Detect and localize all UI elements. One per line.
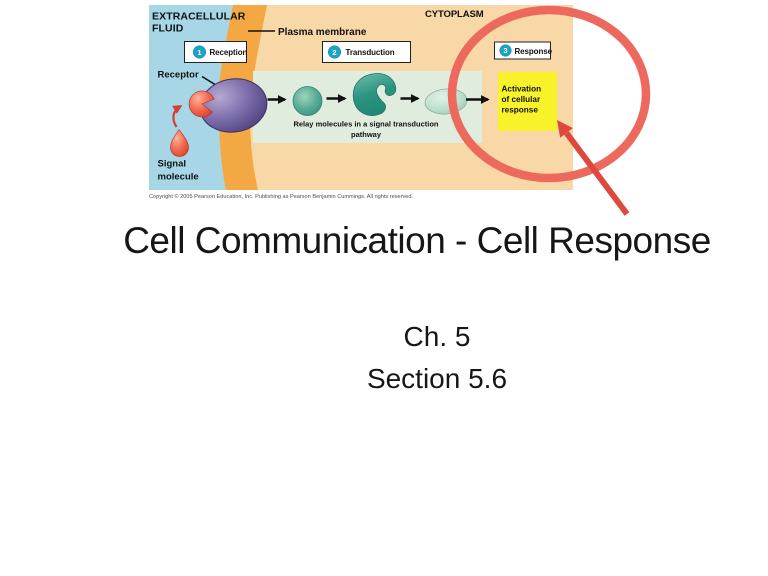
annotation-arrow-head	[557, 120, 573, 138]
step-reception: 1 Reception	[184, 41, 248, 63]
cytoplasm-label: CYTOPLASM	[425, 9, 484, 20]
step-transduction: 2 Transduction	[322, 41, 411, 63]
section-line: Section 5.6	[366, 363, 508, 394]
bound-ligand-shape	[188, 90, 215, 118]
activation-text-line1: Activation	[502, 85, 542, 94]
slide-subtitle-block: Ch. 5 Section 5.6	[106, 316, 768, 400]
step-2-label: Transduction	[346, 48, 395, 57]
slide-title: Cell Communication - Cell Response	[123, 220, 711, 261]
annotation-arrow-shaft	[564, 131, 630, 216]
activation-response-box	[498, 72, 557, 131]
extracellular-fluid-label-line2: FLUID	[152, 23, 184, 35]
extracellular-fluid-label-line1: EXTRACELLULAR	[152, 11, 246, 23]
plasma-membrane-label: Plasma membrane	[278, 27, 367, 38]
step-2-number: 2	[332, 48, 336, 57]
annotation-circle	[447, 5, 651, 183]
step-response: 3 Response	[494, 41, 553, 60]
relay-molecule-2	[352, 73, 397, 116]
signal-binding-arrow	[172, 105, 183, 128]
step-1-badge	[192, 45, 207, 59]
receptor-label: Receptor	[158, 70, 199, 81]
signal-molecule-shape	[170, 128, 189, 157]
signal-molecule-label-line1: Signal	[158, 159, 187, 170]
relay-caption-line2: pathway	[351, 130, 382, 139]
step-1-label: Reception	[210, 48, 248, 57]
step-3-badge	[499, 44, 512, 57]
step-3-label: Response	[515, 47, 553, 56]
activation-text-line3: response	[502, 106, 539, 115]
step-3-number: 3	[503, 46, 507, 55]
step-1-number: 1	[197, 48, 201, 57]
step-transduction-box	[322, 41, 411, 63]
chapter-line: Ch. 5	[403, 321, 471, 352]
activation-text-line2: of cellular	[502, 95, 541, 104]
signal-molecule-label-line2: molecule	[158, 172, 199, 183]
copyright-line: Copyright © 2005 Pearson Education, Inc.…	[149, 193, 414, 200]
relay-caption-line1: Relay molecules in a signal transduction	[293, 120, 438, 129]
annotation-arrow	[557, 120, 630, 216]
relay-molecule-1	[292, 86, 323, 116]
step-2-badge	[327, 45, 342, 59]
